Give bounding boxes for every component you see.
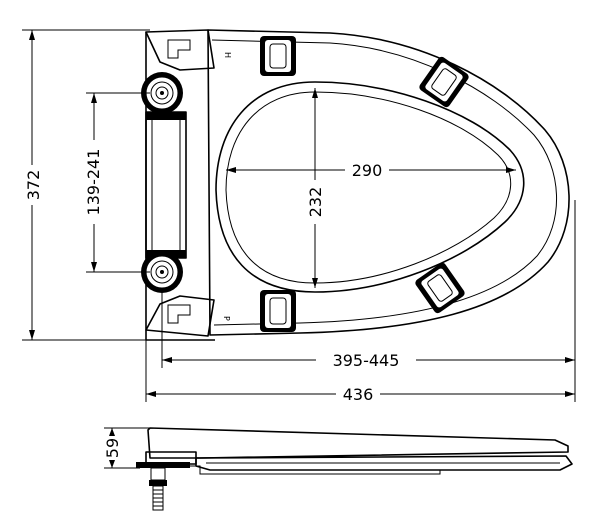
side-height-label: 59 [103,438,122,458]
notch-top [167,39,191,59]
bumper-top-right [419,56,469,108]
hinge-bolt-top [141,72,183,114]
side-lid [147,427,569,459]
inner-width-label: 290 [352,161,383,180]
side-bolt [149,467,167,511]
dim-hinge-spacing: 139-241 [84,92,150,273]
hinge-to-front-label: 395-445 [333,351,400,370]
overall-height-label: 372 [24,170,43,201]
dim-side-height: 59 [103,427,150,469]
bumper-bottom-left [260,290,296,332]
hinge-spacing-label: 139-241 [84,149,103,216]
inner-height-label: 232 [306,187,325,218]
side-view [136,427,573,511]
dim-inner-height: 232 [306,88,325,288]
dim-overall-height: 372 [22,29,150,341]
notch-bottom [167,304,191,324]
hinge-mark-bottom: P [222,316,231,321]
seat-inner-rim [225,91,512,284]
overall-length-label: 436 [343,385,374,404]
bumper-bottom-right [415,262,465,314]
side-hinge-foot [136,462,190,468]
hinge-bar-inner [151,115,181,255]
hinge-plate-bottom [145,295,215,337]
dim-hinge-to-front: 395-445 [161,200,576,370]
seat-outer-rim [211,39,557,326]
hinge-bolt-bottom [141,251,183,293]
bumper-top-left [260,36,296,76]
dim-inner-width: 290 [226,161,516,180]
hinge-mark-top: H [223,52,232,58]
top-view: H P [141,29,570,341]
hinge-bar-cap-top [146,112,186,120]
hinge-plate-top [145,29,215,71]
seat-outer-outline [207,29,570,336]
seat-inner-outline [215,81,525,293]
dim-overall-length: 436 [145,340,576,404]
